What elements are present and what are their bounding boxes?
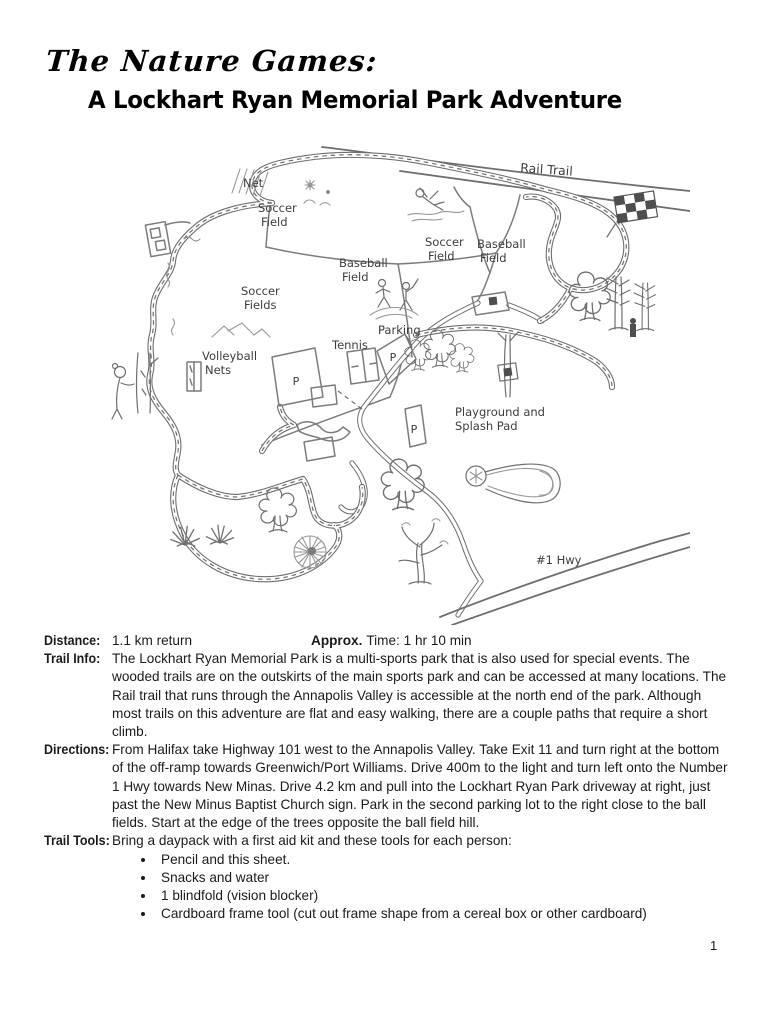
map-labels: Rail Trail Net Soccer Field Soccer Field… bbox=[202, 160, 582, 567]
info-block: Distance: 1.1 km return Approx.Time: 1 hr… bbox=[44, 632, 734, 923]
list-item: Cardboard frame tool (cut out frame shap… bbox=[156, 905, 734, 923]
tennis-court-icon bbox=[346, 347, 380, 385]
parking-lots bbox=[271, 291, 510, 462]
p-marker: P bbox=[293, 375, 300, 388]
svg-text:Field: Field bbox=[342, 270, 369, 284]
web-icon bbox=[293, 535, 327, 569]
trail-tools-list: Pencil and this sheet. Snacks and water … bbox=[112, 851, 734, 922]
distance-value: 1.1 km return bbox=[112, 633, 193, 648]
playground-label: Playground and bbox=[455, 405, 545, 419]
volleyball-net-icon bbox=[186, 361, 202, 392]
parking-label: Parking bbox=[378, 323, 421, 337]
list-item: 1 blindfold (vision blocker) bbox=[156, 887, 734, 905]
svg-text:Fields: Fields bbox=[244, 298, 277, 312]
highway-lines bbox=[439, 532, 690, 625]
svg-text:Field: Field bbox=[261, 215, 288, 229]
road-network bbox=[341, 303, 542, 615]
trail-tools-row: Trail Tools: Bring a daypack with a firs… bbox=[44, 832, 734, 922]
approx-label: Approx. bbox=[311, 633, 363, 648]
soccer-field-right-label: Soccer bbox=[425, 235, 464, 249]
directions-text: From Halifax take Highway 101 west to th… bbox=[112, 742, 728, 831]
ball-players-icon bbox=[369, 278, 419, 320]
p-marker: P bbox=[390, 351, 397, 364]
tennis-label: Tennis bbox=[331, 338, 368, 352]
distance-row: Distance: 1.1 km return Approx.Time: 1 hr… bbox=[44, 632, 734, 650]
map-illustration: Rail Trail Net Soccer Field Soccer Field… bbox=[111, 146, 690, 625]
clubhouse-icon bbox=[144, 220, 172, 258]
directions-row: Directions: From Halifax take Highway 10… bbox=[44, 741, 734, 832]
gnarly-tree-icon bbox=[398, 518, 449, 585]
tree-icons bbox=[170, 271, 657, 585]
baseball-field-right-label: Baseball bbox=[477, 237, 526, 251]
volleyball-nets-label: Volleyball bbox=[202, 349, 257, 363]
trail-info-row: Trail Info: The Lockhart Ryan Memorial P… bbox=[44, 650, 734, 741]
list-item: Pencil and this sheet. bbox=[156, 851, 734, 869]
baseball-field-mid-label: Baseball bbox=[339, 256, 388, 270]
trail-tools-text: Bring a daypack with a first aid kit and… bbox=[112, 833, 512, 849]
peeking-person-icon bbox=[111, 352, 159, 420]
trail-info-label: Trail Info: bbox=[44, 651, 101, 667]
page-number: 1 bbox=[710, 938, 718, 953]
page-title: The Nature Games: bbox=[44, 44, 379, 78]
park-map: Rail Trail Net Soccer Field Soccer Field… bbox=[100, 145, 690, 625]
flowers-icon bbox=[303, 179, 331, 206]
sign-post-icon bbox=[497, 331, 519, 398]
svg-text:Nets: Nets bbox=[205, 363, 231, 377]
mountains-icon bbox=[211, 322, 271, 338]
slide-icon bbox=[465, 463, 561, 504]
hwy-label: #1 Hwy bbox=[536, 553, 582, 567]
svg-text:Field: Field bbox=[428, 249, 455, 263]
net-label: Net bbox=[243, 176, 264, 190]
checkered-flag-icon bbox=[606, 190, 659, 238]
field-boundaries bbox=[164, 186, 521, 446]
soccer-field-top-label: Soccer bbox=[258, 201, 297, 215]
trail-info-text: The Lockhart Ryan Memorial Park is a mul… bbox=[112, 651, 727, 740]
svg-text:Splash Pad: Splash Pad bbox=[455, 419, 518, 433]
approx-time-value: Time: 1 hr 10 min bbox=[366, 633, 472, 648]
list-item: Snacks and water bbox=[156, 869, 734, 887]
trail-tools-label: Trail Tools: bbox=[44, 833, 110, 849]
trail-squiggles bbox=[165, 236, 201, 336]
sliding-person-icon bbox=[407, 187, 465, 222]
net-icon bbox=[231, 168, 269, 197]
distance-label: Distance: bbox=[44, 633, 101, 648]
directions-label: Directions: bbox=[44, 742, 110, 758]
soccer-fields-label: Soccer bbox=[241, 284, 280, 298]
p-marker: P bbox=[411, 423, 418, 436]
svg-text:Field: Field bbox=[480, 251, 507, 265]
rail-trail-label: Rail Trail bbox=[520, 160, 573, 179]
page-subtitle: A Lockhart Ryan Memorial Park Adventure bbox=[88, 86, 622, 114]
